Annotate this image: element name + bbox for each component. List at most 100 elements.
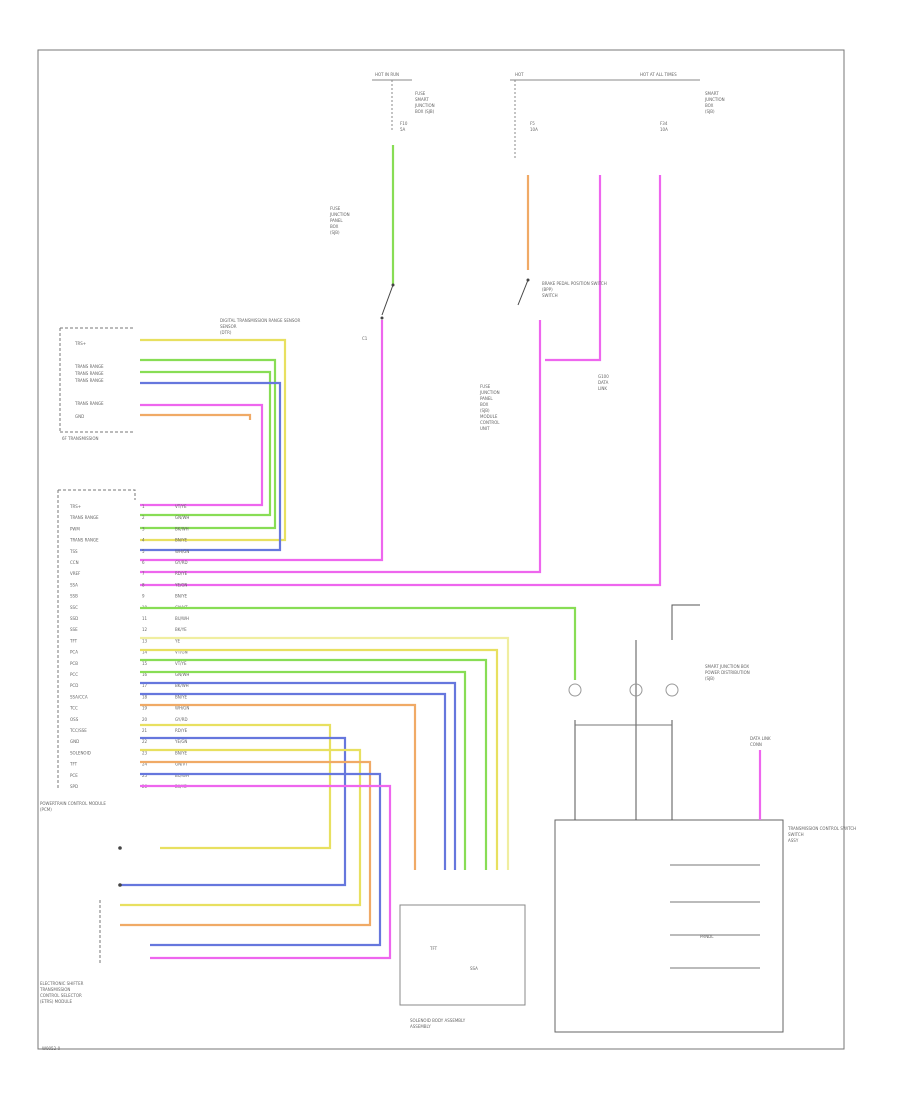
svg-text:UNIT: UNIT <box>480 426 490 431</box>
pin-number: 3 <box>142 526 145 531</box>
svg-text:GND: GND <box>75 414 84 419</box>
pin-label: OSS <box>70 717 79 722</box>
pin-label: SPD <box>70 784 78 789</box>
pin-wire-color: RD/YE <box>175 728 188 733</box>
svg-text:POWER DISTRIBUTION: POWER DISTRIBUTION <box>705 670 750 675</box>
pin-label: SSA <box>70 582 78 587</box>
wire-low-2 <box>120 736 347 887</box>
pin-label: SSD <box>70 616 78 621</box>
pin-number: 5 <box>142 549 145 554</box>
wire-pcm-green2 <box>140 658 488 870</box>
pin-wire-color: GY/RD <box>175 717 188 722</box>
wire-magenta-right <box>545 175 602 362</box>
wire-magenta-left <box>140 320 384 562</box>
svg-text:(ETRS) MODULE: (ETRS) MODULE <box>40 999 73 1004</box>
svg-text:ASSY: ASSY <box>788 838 799 843</box>
wire-pcm-orange <box>140 703 417 870</box>
pin-label: TSS <box>69 549 78 554</box>
wire-trans-5 <box>140 403 264 507</box>
transmission-label: 6F TRANSMISSION <box>62 436 98 441</box>
svg-text:LINK: LINK <box>598 386 607 391</box>
pin-label: VREF <box>70 571 81 576</box>
data-link-label: DATA LINK <box>750 736 771 741</box>
wire-pcm-yellow <box>140 648 499 870</box>
pin-label: SSE <box>70 627 78 632</box>
pin-wire-color: VT/YE <box>175 504 187 509</box>
svg-text:JUNCTION: JUNCTION <box>704 97 725 102</box>
pin-wire-color: VT/GN <box>175 650 188 655</box>
svg-text:TRANS RANGE: TRANS RANGE <box>74 401 104 406</box>
pin-wire-color: YE/GN <box>174 739 187 744</box>
wire-pcm-blue2 <box>140 692 447 870</box>
pin-label: SSA/CCA <box>70 694 88 699</box>
svg-text:(SJB): (SJB) <box>705 676 715 681</box>
svg-text:BOX: BOX <box>705 103 714 108</box>
pin-number: 25 <box>142 773 148 778</box>
lamp-2 <box>629 683 643 697</box>
pin-number: 17 <box>142 683 148 688</box>
pin-number: 2 <box>142 515 145 520</box>
svg-text:SMART: SMART <box>705 91 719 96</box>
svg-text:F10: F10 <box>400 121 408 126</box>
shifter-label: ELECTRONIC SHIFTER <box>40 981 84 986</box>
svg-text:BOX (SJB): BOX (SJB) <box>415 109 435 114</box>
pin-number: 15 <box>142 661 148 666</box>
svg-text:SENSOR: SENSOR <box>220 324 237 329</box>
pin-number: 1 <box>142 504 145 509</box>
pin-wire-color: YE/GN <box>174 582 187 587</box>
wire-trans-1 <box>140 338 287 542</box>
svg-text:CONTROL: CONTROL <box>480 420 500 425</box>
svg-text:TRANS RANGE: TRANS RANGE <box>74 371 104 376</box>
svg-text:TRANSMISSION: TRANSMISSION <box>39 987 70 992</box>
pin-wire-color: GN/WH <box>175 515 189 520</box>
pin-number: 21 <box>142 728 148 733</box>
pin-label: TCC/SSE <box>69 728 87 733</box>
wire-pcm-green3 <box>140 670 467 870</box>
svg-text:PRNDL: PRNDL <box>700 934 714 939</box>
left-side-labels: FUSE JUNCTION PANEL BOX (SJB) <box>329 206 350 235</box>
pin-label: TFT <box>69 638 78 643</box>
svg-text:JUNCTION: JUNCTION <box>414 103 435 108</box>
svg-text:JUNCTION: JUNCTION <box>479 390 500 395</box>
svg-text:(DTR): (DTR) <box>220 330 232 335</box>
pin-number: 13 <box>142 638 148 643</box>
svg-text:(PCM): (PCM) <box>40 807 52 812</box>
top-fuse-left: HOT IN RUN FUSE SMART JUNCTION BOX (SJB)… <box>372 72 435 132</box>
pin-number: 19 <box>142 706 148 711</box>
pin-number: 7 <box>142 571 145 576</box>
pin-wire-color: BU/WH <box>175 616 189 621</box>
pin-label: CCN <box>70 560 79 565</box>
pin-number: 9 <box>142 594 145 599</box>
pin-label: TRANS RANGE <box>69 515 99 520</box>
svg-text:F5: F5 <box>530 121 535 126</box>
pin-wire-color: YE <box>174 638 180 643</box>
svg-text:TFT: TFT <box>429 946 438 951</box>
pin-wire-color: RD/YE <box>175 571 188 576</box>
svg-text:TRANS RANGE: TRANS RANGE <box>74 364 104 369</box>
wire-trans-4 <box>140 381 282 552</box>
pin-label: TFT <box>69 762 78 767</box>
pin-wire-color: GY/RD <box>175 560 188 565</box>
wire-low-4 <box>120 760 372 927</box>
pin-label: PCD <box>70 683 78 688</box>
wire-pcm-lightyellow <box>140 636 510 870</box>
pin-wire-color: WH/GN <box>175 706 189 711</box>
pin-label: PCE <box>70 773 78 778</box>
svg-text:(SJB): (SJB) <box>330 230 340 235</box>
pcm-connector: POWERTRAIN CONTROL MODULE (PCM) <box>40 489 136 812</box>
pin-number: 16 <box>142 672 148 677</box>
svg-text:MODULE: MODULE <box>480 414 498 419</box>
svg-text:SMART: SMART <box>415 97 429 102</box>
wire-low-6 <box>140 784 392 960</box>
svg-text:5A: 5A <box>400 127 406 132</box>
pin-number: 14 <box>142 650 148 655</box>
svg-text:F34: F34 <box>660 121 668 126</box>
pin-wire-color: BK/WH <box>175 683 189 688</box>
svg-text:SWITCH: SWITCH <box>542 293 558 298</box>
svg-text:(SJB): (SJB) <box>705 109 715 114</box>
wire-trans-6 <box>140 413 252 420</box>
junction-box: TRANSMISSION CONTROL SWITCH SWITCH ASSY … <box>554 819 856 1033</box>
pin-label: SSC <box>70 605 78 610</box>
transmission-connector: 6F TRANSMISSION TRS+ TRANS RANGE TRANS R… <box>59 327 135 441</box>
